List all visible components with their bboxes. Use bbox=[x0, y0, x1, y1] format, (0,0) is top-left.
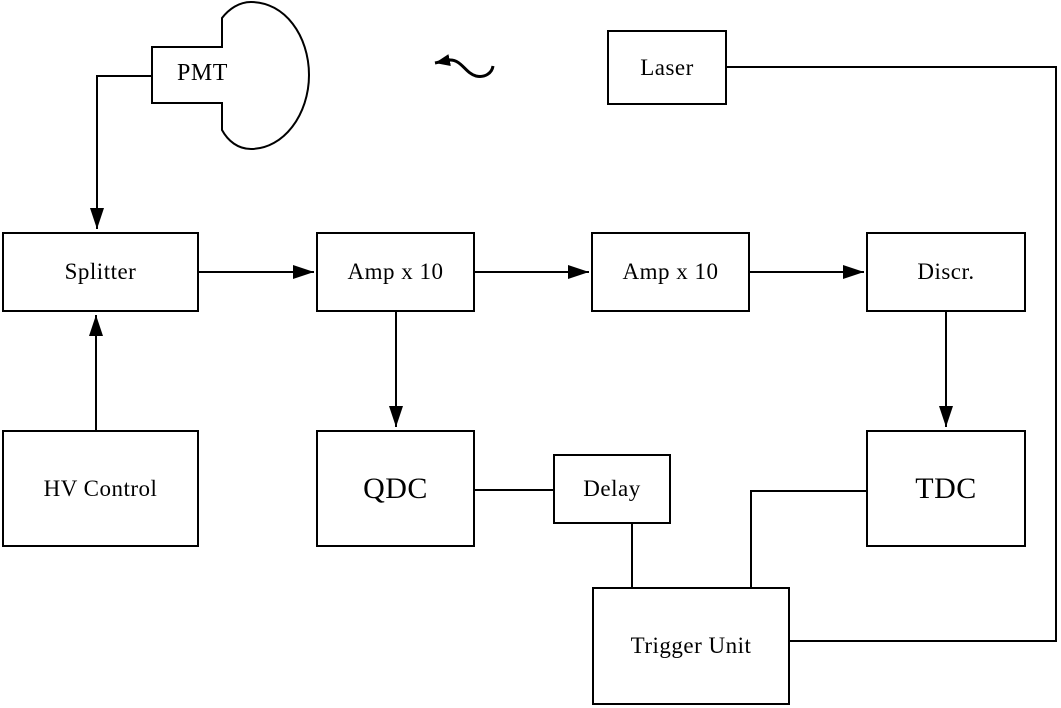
edge-pmt-splitter bbox=[90, 75, 152, 229]
node-splitter: Splitter bbox=[2, 232, 199, 312]
node-amp-x10-2: Amp x 10 bbox=[591, 232, 750, 312]
node-hv-control-label: HV Control bbox=[43, 475, 158, 501]
node-qdc: QDC bbox=[316, 430, 475, 547]
node-delay-label: Delay bbox=[583, 476, 641, 501]
node-amp-x10-1-label: Amp x 10 bbox=[347, 259, 444, 284]
node-pmt-label: PMT bbox=[177, 60, 228, 86]
node-trigger-unit-label: Trigger Unit bbox=[630, 633, 752, 658]
node-hv-control: HV Control bbox=[2, 430, 199, 547]
node-tdc: TDC bbox=[866, 430, 1026, 547]
node-trigger-unit: Trigger Unit bbox=[592, 587, 790, 705]
light-wave-arrow-icon bbox=[434, 54, 495, 78]
node-delay: Delay bbox=[553, 454, 671, 524]
node-tdc-label: TDC bbox=[915, 471, 977, 505]
edge-tdc-trigger bbox=[750, 490, 866, 587]
node-qdc-label: QDC bbox=[363, 471, 428, 505]
node-amp-x10-2-label: Amp x 10 bbox=[622, 259, 719, 284]
node-laser-label: Laser bbox=[640, 54, 694, 80]
node-discriminator-label: Discr. bbox=[917, 259, 975, 284]
node-splitter-label: Splitter bbox=[64, 259, 137, 284]
node-amp-x10-1: Amp x 10 bbox=[316, 232, 475, 312]
node-discriminator: Discr. bbox=[866, 232, 1026, 312]
node-laser: Laser bbox=[607, 30, 727, 105]
edge-laser-trigger bbox=[727, 66, 1057, 642]
pmt-shape bbox=[151, 0, 311, 151]
